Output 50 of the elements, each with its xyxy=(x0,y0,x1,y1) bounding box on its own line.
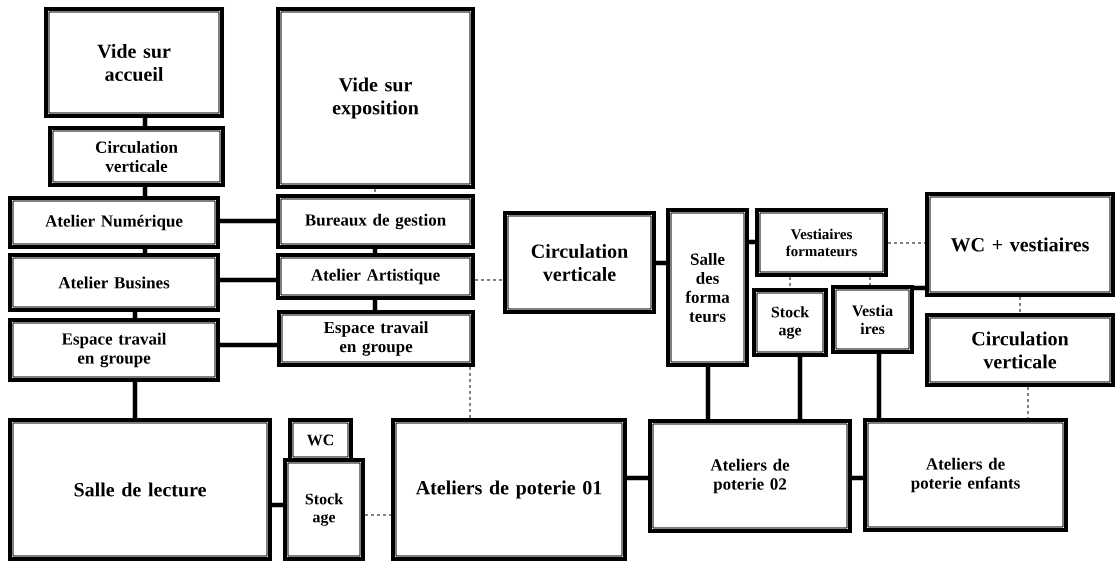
connector-line xyxy=(876,354,882,418)
room-box: Espace travail en groupe xyxy=(277,310,475,367)
room-box: Circulation verticale xyxy=(503,211,656,314)
connector-line xyxy=(705,367,711,419)
connector-line xyxy=(220,218,276,224)
room-box: Bureaux de gestion xyxy=(276,194,475,249)
room-box: Vide sur exposition xyxy=(276,7,475,189)
connector-line xyxy=(364,514,392,516)
room-box: Espace travail en groupe xyxy=(8,318,220,382)
room-box: Ateliers de poterie enfants xyxy=(863,418,1068,532)
connector-line xyxy=(656,260,666,266)
connector-line xyxy=(474,279,504,281)
room-box: Atelier Busines xyxy=(8,253,220,312)
room-box: WC xyxy=(288,418,353,462)
connector-line xyxy=(887,242,926,244)
connector-line xyxy=(142,249,148,253)
connector-line xyxy=(627,475,648,481)
room-box: Atelier Numérique xyxy=(8,196,220,249)
connector-line xyxy=(789,276,791,289)
connector-line xyxy=(749,239,755,245)
room-box: WC + vestiaires xyxy=(925,192,1115,297)
room-box: Stock age xyxy=(752,288,828,357)
room-box: Circulation verticale xyxy=(48,126,225,187)
room-box: Ateliers de poterie 01 xyxy=(391,418,627,561)
connector-line xyxy=(1019,296,1021,314)
room-box: Salle des forma teurs xyxy=(666,208,749,367)
room-box: Vestiaires formateurs xyxy=(755,208,888,277)
room-box: Vide sur accueil xyxy=(44,7,224,118)
room-box: Salle de lecture xyxy=(8,418,272,561)
room-box: Atelier Artistique xyxy=(276,253,475,300)
connector-line xyxy=(469,366,471,419)
connector-line xyxy=(797,357,803,419)
connector-line xyxy=(372,300,378,310)
room-box: Vestia ires xyxy=(831,285,914,354)
room-box: Stock age xyxy=(283,458,365,561)
room-box: Ateliers de poterie 02 xyxy=(648,419,852,533)
connector-line xyxy=(869,276,871,286)
connector-line xyxy=(914,285,925,291)
connector-line xyxy=(142,187,148,196)
connector-line xyxy=(132,382,138,418)
connector-line xyxy=(142,118,148,126)
connector-line xyxy=(374,188,376,195)
room-box: Circulation verticale xyxy=(925,313,1115,387)
connector-line xyxy=(1027,386,1029,419)
connector-line xyxy=(220,342,277,348)
connector-line xyxy=(852,475,863,481)
connector-line xyxy=(132,312,138,318)
connector-line xyxy=(372,249,378,253)
connector-line xyxy=(272,502,283,508)
connector-line xyxy=(220,277,276,283)
